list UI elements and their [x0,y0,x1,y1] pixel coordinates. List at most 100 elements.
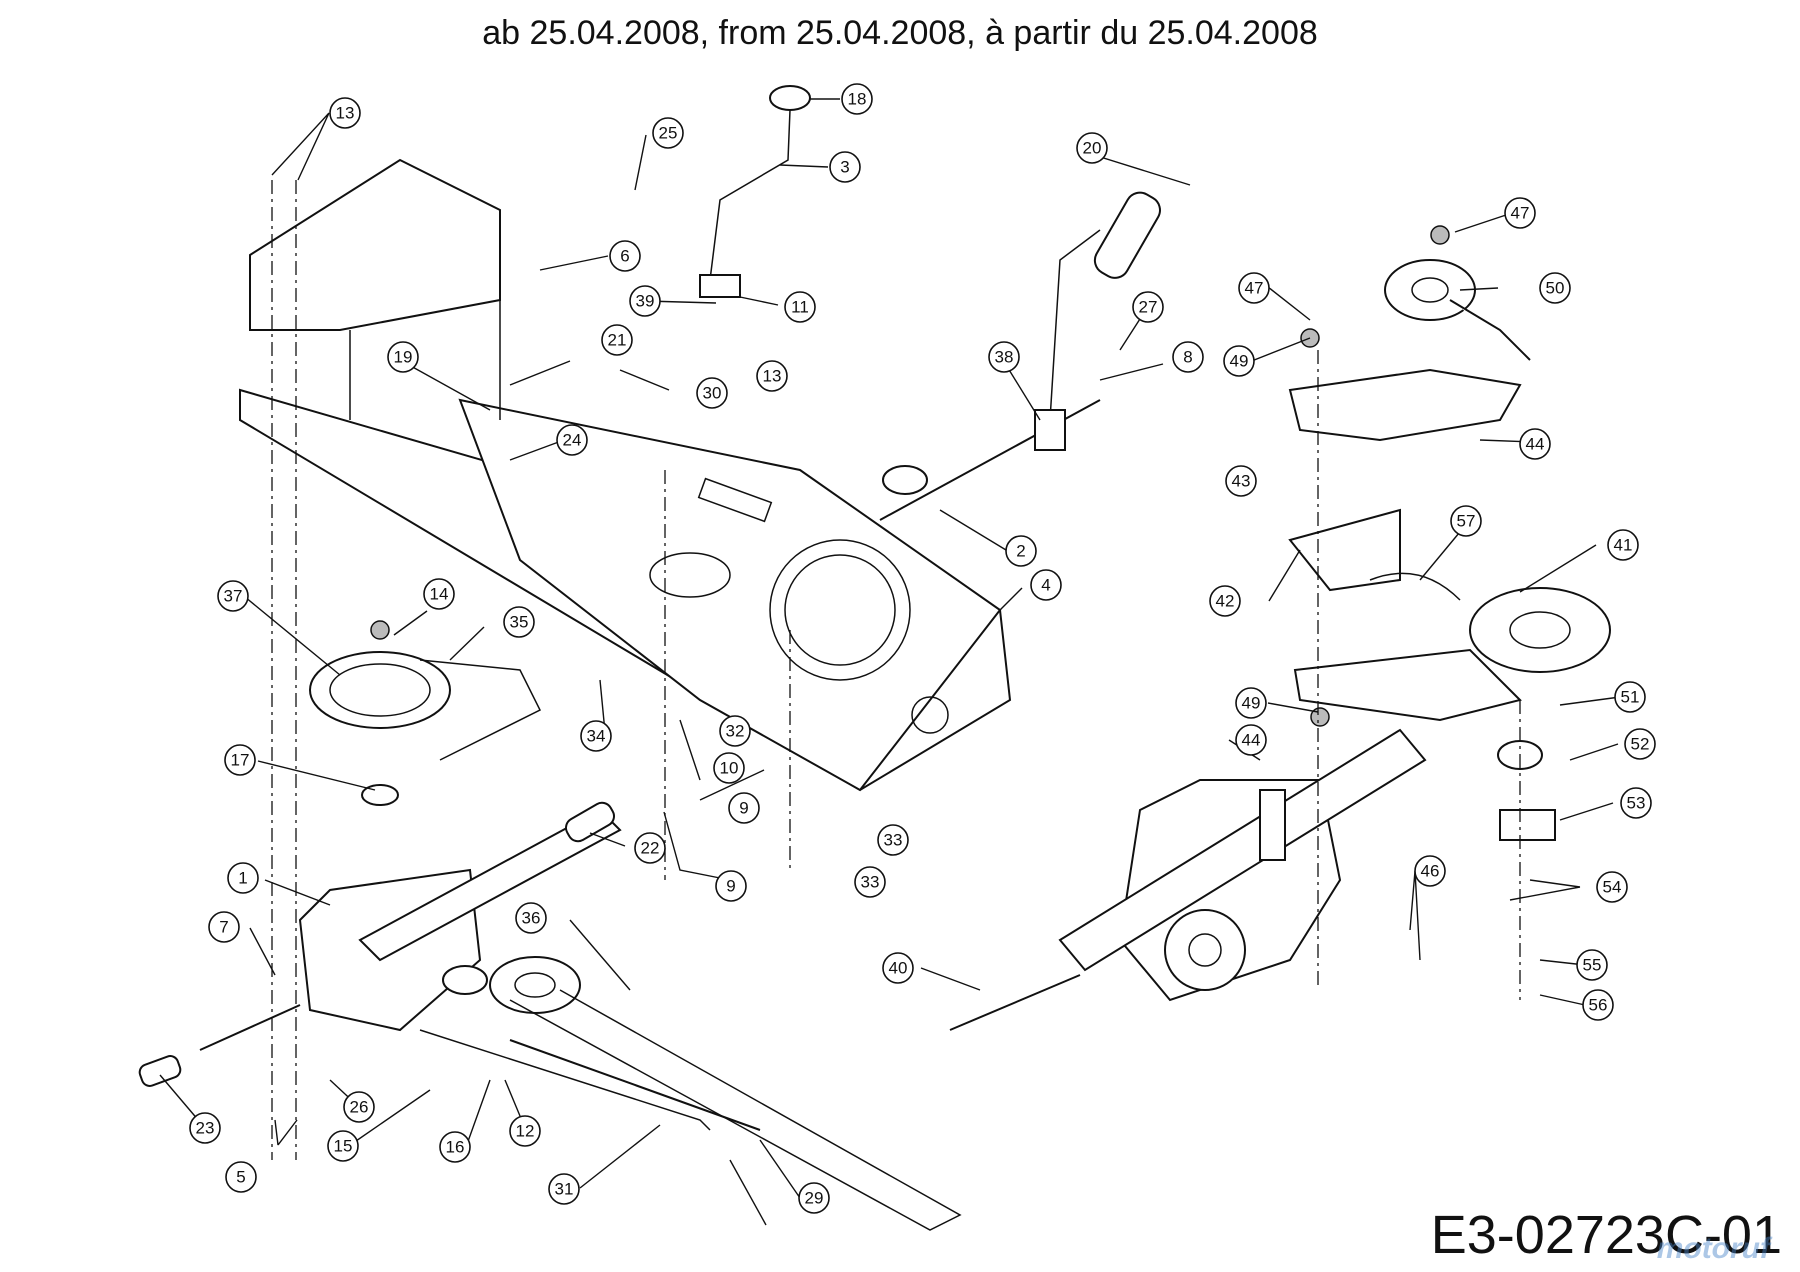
callout-42: 42 [1209,585,1241,617]
svg-text:47: 47 [1511,204,1530,223]
callout-18: 18 [841,83,873,115]
callout-49-top: 49 [1223,345,1255,377]
svg-text:26: 26 [350,1098,369,1117]
svg-text:40: 40 [889,959,908,978]
callout-41: 41 [1607,529,1639,561]
callout-26: 26 [343,1091,375,1123]
svg-text:32: 32 [726,722,745,741]
svg-text:4: 4 [1041,576,1050,595]
callout-22: 22 [634,832,666,864]
callout-6: 6 [609,240,641,272]
svg-text:41: 41 [1614,536,1633,555]
svg-text:30: 30 [703,384,722,403]
svg-text:25: 25 [659,124,678,143]
callout-17: 17 [224,744,256,776]
svg-text:33: 33 [861,873,880,892]
svg-text:43: 43 [1232,472,1251,491]
callout-30: 30 [696,377,728,409]
svg-text:55: 55 [1583,956,1602,975]
callout-27: 27 [1132,291,1164,323]
svg-text:35: 35 [510,613,529,632]
svg-text:24: 24 [563,431,582,450]
svg-text:21: 21 [608,331,627,350]
svg-text:9: 9 [739,799,748,818]
callout-9-lower: 9 [715,870,747,902]
callout-55: 55 [1576,949,1608,981]
svg-text:10: 10 [720,759,739,778]
svg-text:31: 31 [555,1180,574,1199]
svg-text:51: 51 [1621,688,1640,707]
transaxle-left [138,801,962,1231]
callout-10: 10 [713,752,745,784]
svg-text:56: 56 [1589,996,1608,1015]
callout-11: 11 [784,291,816,323]
svg-text:57: 57 [1457,512,1476,531]
callout-49-mid: 49 [1235,687,1267,719]
callout-50: 50 [1539,272,1571,304]
chassis-frame [239,158,1012,792]
svg-text:44: 44 [1526,435,1545,454]
svg-text:14: 14 [430,585,449,604]
callout-32: 32 [719,715,751,747]
svg-text:15: 15 [334,1137,353,1156]
callout-24: 24 [556,424,588,456]
svg-text:29: 29 [805,1189,824,1208]
svg-text:53: 53 [1627,794,1646,813]
svg-text:46: 46 [1421,862,1440,881]
callout-36: 36 [515,902,547,934]
svg-text:36: 36 [522,909,541,928]
svg-text:23: 23 [196,1119,215,1138]
watermark-logo: motoruf [1656,1232,1770,1265]
callout-37: 37 [217,580,249,612]
svg-text:17: 17 [231,751,250,770]
diagram-code: E3-02723C-01 [1430,1205,1782,1265]
callout-13-top: 13 [329,97,361,129]
callout-3: 3 [829,151,861,183]
transaxle-right [949,728,1427,1031]
svg-text:9: 9 [726,877,735,896]
callout-4: 4 [1030,569,1062,601]
callout-53: 53 [1620,787,1652,819]
callout-20: 20 [1076,132,1108,164]
callout-13-mid: 13 [756,360,788,392]
callout-14: 14 [423,578,455,610]
svg-text:50: 50 [1546,279,1565,298]
callout-29: 29 [798,1182,830,1214]
callout-57: 57 [1450,505,1482,537]
svg-text:13: 13 [336,104,355,123]
svg-text:39: 39 [636,292,655,311]
svg-text:1: 1 [238,869,247,888]
callout-5: 5 [225,1161,257,1193]
callout-33-lower: 33 [854,866,886,898]
svg-text:49: 49 [1242,694,1261,713]
callout-16: 16 [439,1131,471,1163]
shift-lever [699,85,811,298]
svg-text:42: 42 [1216,592,1235,611]
drive-pulley-belt [309,620,542,806]
callout-46: 46 [1414,855,1446,887]
svg-text:49: 49 [1230,352,1249,371]
svg-text:18: 18 [848,90,867,109]
diagram-title: ab 25.04.2008, from 25.04.2008, à partir… [482,14,1318,52]
callout-56: 56 [1582,989,1614,1021]
svg-text:11: 11 [791,298,809,317]
callout-31: 31 [548,1173,580,1205]
callout-38: 38 [988,341,1020,373]
callout-47-top: 47 [1504,197,1536,229]
svg-text:2: 2 [1016,542,1025,561]
svg-text:52: 52 [1631,735,1650,754]
callouts: 13 18 3 25 6 20 27 39 11 13 21 19 30 24 … [189,83,1656,1214]
callout-51: 51 [1614,681,1646,713]
callout-8: 8 [1172,341,1204,373]
svg-text:20: 20 [1083,139,1102,158]
svg-text:44: 44 [1242,731,1261,750]
callout-7: 7 [208,911,240,943]
callout-33-upper: 33 [877,824,909,856]
svg-text:7: 7 [219,918,228,937]
callout-1: 1 [227,862,259,894]
callout-35: 35 [503,606,535,638]
svg-text:37: 37 [224,587,243,606]
idler-pulley-assembly [1288,225,1611,841]
callout-25: 25 [652,117,684,149]
